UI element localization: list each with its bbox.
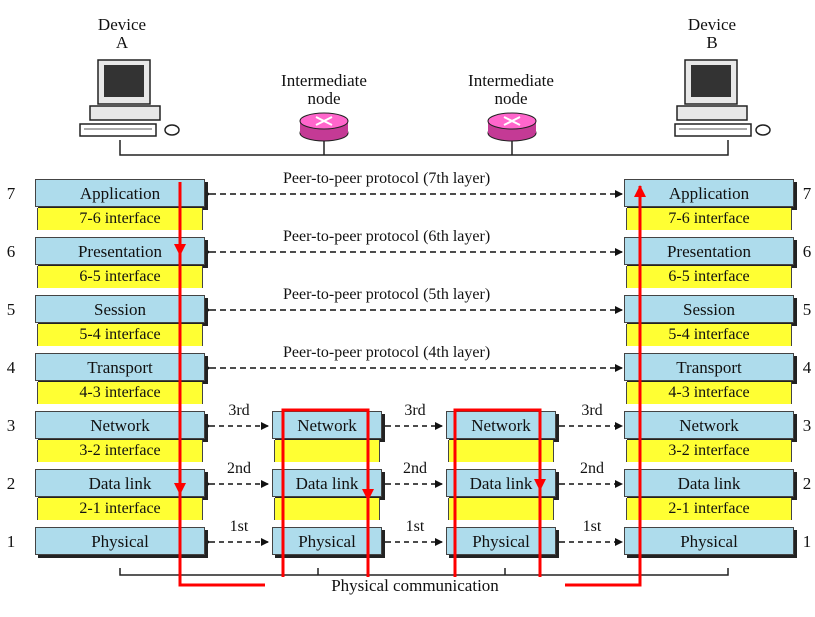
layer-network: Network <box>624 411 794 439</box>
interface-blank <box>274 440 380 462</box>
layer-number: 3 <box>802 416 812 435</box>
layer-session: Session <box>624 295 794 323</box>
interface-5-4: 5-4 interface <box>37 324 203 346</box>
layer-application: Application <box>35 179 205 207</box>
interface-4-3: 4-3 interface <box>37 382 203 404</box>
peer-arrows <box>203 190 623 372</box>
interface-blank <box>448 440 554 462</box>
hop-3rd-label: 3rd <box>404 402 426 419</box>
intermediate-node-1-label: Intermediate node <box>269 72 379 108</box>
layer-physical: Physical <box>624 527 794 555</box>
peer-protocol-4: Peer-to-peer protocol (4th layer) <box>280 344 494 362</box>
interface-7-6: 7-6 interface <box>37 208 203 230</box>
layer-application: Application <box>624 179 794 207</box>
interface-3-2: 3-2 interface <box>626 440 792 462</box>
layer-number: 2 <box>6 474 16 493</box>
layer-number: 5 <box>6 300 16 319</box>
layer-number: 3 <box>6 416 16 435</box>
node-2-subtitle: node <box>494 89 528 108</box>
layer-number: 2 <box>802 474 812 493</box>
hop-arrows <box>203 422 623 546</box>
layer-transport: Transport <box>624 353 794 381</box>
hop-3rd-label: 3rd <box>228 402 250 419</box>
device-b-title: Device <box>687 15 737 34</box>
interface-blank <box>274 498 380 520</box>
network-bus-line <box>119 140 729 156</box>
layer-transport: Transport <box>35 353 205 381</box>
computer-icon <box>674 59 771 137</box>
layer-data-link: Data link <box>446 469 556 497</box>
peer-protocol-5: Peer-to-peer protocol (5th layer) <box>280 286 494 304</box>
device-a-letter: A <box>115 33 129 52</box>
hop-2nd-label: 2nd <box>227 460 251 477</box>
interface-5-4: 5-4 interface <box>626 324 792 346</box>
layer-number: 1 <box>6 532 16 551</box>
layer-physical: Physical <box>446 527 556 555</box>
hop-1st-label: 1st <box>229 518 249 535</box>
hop-1st-label: 1st <box>582 518 602 535</box>
layer-network: Network <box>35 411 205 439</box>
interface-4-3: 4-3 interface <box>626 382 792 404</box>
device-a-label: Device A <box>82 16 162 52</box>
interface-6-5: 6-5 interface <box>626 266 792 288</box>
interface-7-6: 7-6 interface <box>626 208 792 230</box>
hop-1st-label: 1st <box>405 518 425 535</box>
physical-medium-line <box>119 568 729 576</box>
device-b-label: Device B <box>672 16 752 52</box>
hop-3rd-label: 3rd <box>581 402 603 419</box>
device-a-title: Device <box>97 15 147 34</box>
layer-physical: Physical <box>35 527 205 555</box>
hop-2nd-label: 2nd <box>403 460 427 477</box>
layer-network: Network <box>272 411 382 439</box>
layer-number: 7 <box>802 184 812 203</box>
hop-2nd-label: 2nd <box>580 460 604 477</box>
intermediate-node-2-label: Intermediate node <box>456 72 566 108</box>
computer-icon <box>79 59 180 137</box>
layer-physical: Physical <box>272 527 382 555</box>
device-b-letter: B <box>706 33 718 52</box>
layer-presentation: Presentation <box>624 237 794 265</box>
layer-number: 5 <box>802 300 812 319</box>
node-1-subtitle: node <box>307 89 341 108</box>
layer-number: 6 <box>802 242 812 261</box>
peer-protocol-6: Peer-to-peer protocol (6th layer) <box>280 228 494 246</box>
layer-number: 1 <box>802 532 812 551</box>
interface-2-1: 2-1 interface <box>626 498 792 520</box>
interface-3-2: 3-2 interface <box>37 440 203 462</box>
layer-number: 7 <box>6 184 16 203</box>
node-1-title: Intermediate <box>281 71 367 90</box>
peer-protocol-7: Peer-to-peer protocol (7th layer) <box>280 170 494 188</box>
layer-session: Session <box>35 295 205 323</box>
interface-blank <box>448 498 554 520</box>
physical-communication-label: Physical communication <box>265 577 565 595</box>
layer-data-link: Data link <box>272 469 382 497</box>
layer-number: 4 <box>6 358 16 377</box>
node-2-title: Intermediate <box>468 71 554 90</box>
router-icon <box>299 112 349 142</box>
router-icon <box>487 112 537 142</box>
layer-number: 6 <box>6 242 16 261</box>
layer-data-link: Data link <box>624 469 794 497</box>
interface-2-1: 2-1 interface <box>37 498 203 520</box>
layer-number: 4 <box>802 358 812 377</box>
interface-6-5: 6-5 interface <box>37 266 203 288</box>
